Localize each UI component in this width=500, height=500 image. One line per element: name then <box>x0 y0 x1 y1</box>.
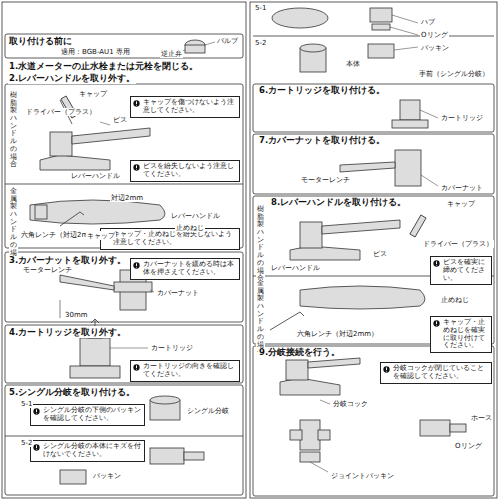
part-label: キャップ <box>78 90 108 98</box>
part-label: ドライバー（プラス） <box>25 108 97 116</box>
step-heading: 取り付ける前に <box>8 37 73 47</box>
part-label: レバーハンドル <box>170 212 221 220</box>
part-label: 5-2 <box>20 439 33 447</box>
note-box: シングル分岐の下側のパッキンを確認してください。 <box>30 404 145 426</box>
step-heading: 5.シングル分岐を取り付ける。 <box>8 388 136 398</box>
note-text: ビスを確実に締めてください。 <box>443 259 488 282</box>
note-box: 分岐コックが閉じていることを確認してください。 <box>380 362 492 384</box>
warning-icon <box>33 444 40 451</box>
vertical-label: 金属製ハンドルの場合 <box>9 188 18 265</box>
part-label: ビス <box>372 250 388 258</box>
part-label: カートリッジ <box>150 344 194 352</box>
note-text: カートリッジの向きを確認してください。 <box>143 363 236 379</box>
part-label: カバーナット <box>156 289 200 297</box>
part-label: パッキン <box>92 472 122 480</box>
part-label: カートリッジ <box>440 114 484 122</box>
part-label: 本体 <box>345 60 361 68</box>
part-label: パッキン <box>420 44 450 52</box>
part-label: 止めねじ <box>440 296 470 304</box>
note-box: シングル分岐の本体にキズを付けないでください。 <box>30 440 145 462</box>
part-label: バルブ <box>216 37 239 45</box>
part-label: 手前（シングル分岐） <box>418 70 490 78</box>
step-heading: 6.カートリッジを取り付ける。 <box>258 86 386 96</box>
part-label: 30mm <box>64 311 89 319</box>
part-label: 5-2 <box>254 39 267 47</box>
part-label: 対辺2mm <box>110 194 144 202</box>
part-label: レバーハンドル <box>70 172 121 180</box>
part-label: Oリング <box>420 31 449 39</box>
note-text: カバーナットを緩める時は本体を押さえてください。 <box>143 261 236 277</box>
part-label: モーターレンチ <box>300 176 351 184</box>
part-label: ドライバー（プラス） <box>422 240 494 248</box>
warning-icon <box>433 260 440 267</box>
part-label: レバーハンドル <box>270 264 321 272</box>
step-heading: 4.カートリッジを取り外す。 <box>8 328 127 338</box>
part-label: 5-1 <box>20 400 33 408</box>
note-box: キャップを傷つけないよう注意してください。 <box>130 96 240 118</box>
warning-icon <box>133 364 140 371</box>
step-heading: 2.レバーハンドルを取り外す。 <box>8 74 136 84</box>
warning-icon <box>133 100 140 107</box>
part-label: ジョイントパッキン <box>330 472 395 480</box>
step-heading: 8.レバーハンドルを取り付ける。 <box>270 198 407 208</box>
note-text: ビスを紛失しないよう注意してください。 <box>143 163 236 179</box>
part-label: キャップ <box>446 200 476 208</box>
note-text: シングル分岐の本体にキズを付けないでください。 <box>43 443 141 459</box>
vertical-label: 樹脂製ハンドルの場合 <box>9 92 18 169</box>
vertical-label: 樹脂製ハンドルの場合 <box>256 206 265 283</box>
part-label: カバーナット <box>440 184 484 192</box>
note-text: キャップを傷つけないよう注意してください。 <box>143 99 236 115</box>
note-box: カートリッジの向きを確認してください。 <box>130 360 240 382</box>
warning-icon <box>133 164 140 171</box>
step-heading: 1.水道メーターの止水栓または元栓を閉じる。 <box>8 62 199 72</box>
part-label: モーターレンチ <box>22 266 73 274</box>
note-box: キャップ・止めねじを紛失しないよう注意してください。 <box>100 228 240 250</box>
part-label: Oリング <box>454 442 483 450</box>
note-text: キャップ・止めねじを確実に取り付けてください。 <box>443 319 488 350</box>
part-label: 分岐コック <box>332 400 369 408</box>
warning-icon <box>383 366 390 373</box>
part-label: 六角レンチ（対辺2mm） <box>296 330 379 338</box>
warning-icon <box>133 262 140 269</box>
step-heading: 7.カバーナットを取り付ける。 <box>258 136 386 146</box>
warning-icon <box>433 320 440 327</box>
note-text: シングル分岐の下側のパッキンを確認してください。 <box>43 407 141 423</box>
warning-icon <box>33 408 40 415</box>
part-label: 逆止弁 <box>160 50 183 58</box>
part-label: キャップ <box>86 232 116 240</box>
note-text: 分岐コックが閉じていることを確認してください。 <box>393 365 488 381</box>
part-label: 止めねじ <box>175 224 205 232</box>
part-label: 適用：BGB-AU1 専用 <box>60 48 131 56</box>
note-box: カバーナットを緩める時は本体を押さえてください。 <box>130 258 240 280</box>
part-label: ホース <box>470 414 493 422</box>
step-heading: 3.カバーナットを取り外す。 <box>8 256 127 266</box>
part-label: ビス <box>112 116 128 124</box>
part-label: 5-1 <box>254 4 267 12</box>
note-box: ビスを確実に締めてください。 <box>430 256 492 285</box>
note-text: キャップ・止めねじを紛失しないよう注意してください。 <box>113 231 236 247</box>
part-label: シングル分岐 <box>186 407 230 415</box>
vertical-label: 金属製ハンドルの場合 <box>256 280 265 357</box>
note-box: ビスを紛失しないよう注意してください。 <box>130 160 240 182</box>
note-box: キャップ・止めねじを確実に取り付けてください。 <box>430 316 492 353</box>
part-label: ハブ <box>420 18 436 26</box>
step-heading: 9.分岐接続を行う。 <box>258 348 341 358</box>
